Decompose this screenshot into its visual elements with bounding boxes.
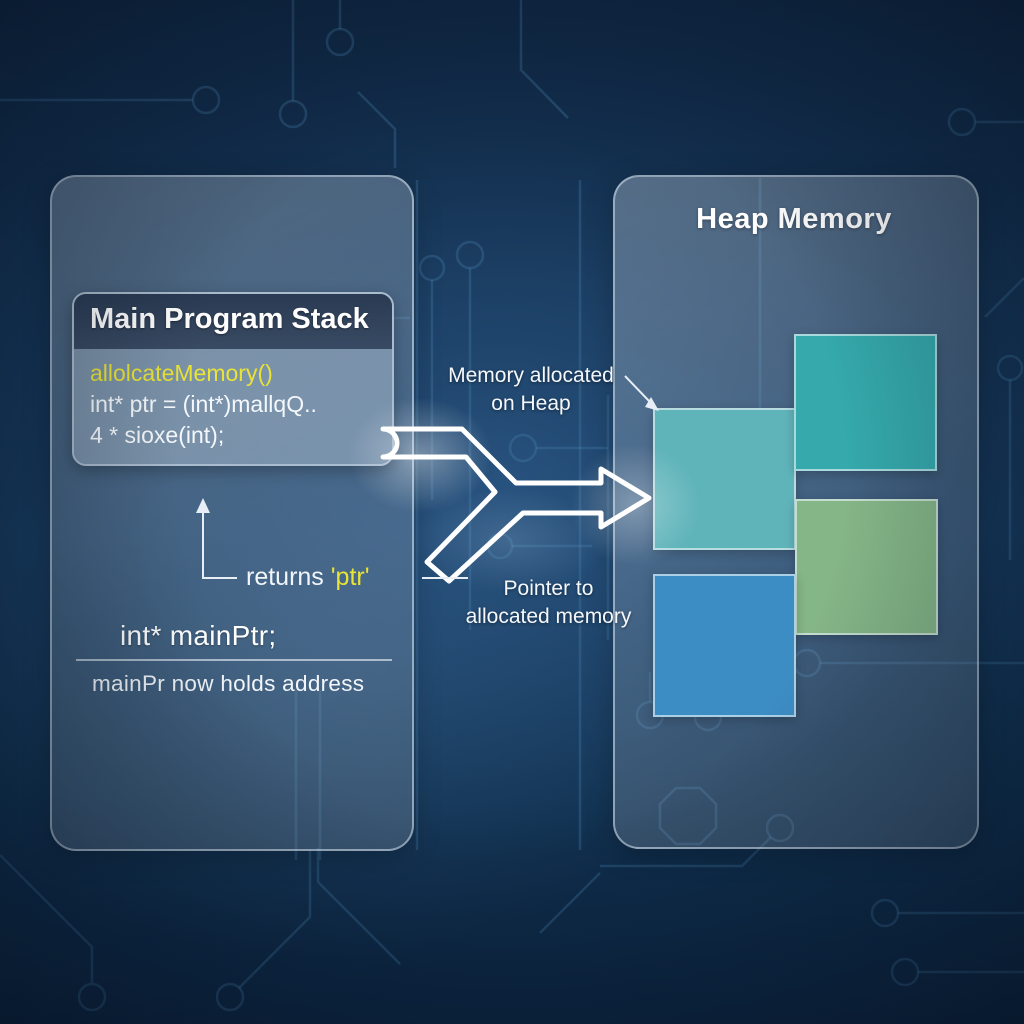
pointer-annotation-line2: allocated memory [465, 605, 632, 628]
code-box: Main Program Stack allolcateMemory() int… [72, 292, 394, 466]
alloc-annotation-line2: on Heap [491, 392, 571, 415]
alloc-annotation: Memory allocated on Heap [425, 362, 637, 418]
returns-ptr-value: 'ptr' [330, 563, 370, 591]
pointer-annotation-line1: Pointer to [503, 577, 594, 600]
stack-panel [50, 175, 414, 851]
function-name-label: allolcateMemory() [90, 360, 273, 386]
code-line-2: 4 * sioxe(int); [90, 422, 225, 448]
returns-word: returns [246, 563, 324, 591]
address-note: mainPr now holds address [92, 671, 365, 696]
heap-block-teal-dark [794, 334, 937, 471]
heap-block-green [795, 499, 938, 635]
heap-block-blue [653, 574, 796, 717]
heap-title: Heap Memory [696, 203, 892, 235]
code-box-body: allolcateMemory() int* ptr = (int*)mallq… [74, 349, 392, 464]
heap-block-teal-light [653, 408, 796, 550]
code-box-title: Main Program Stack [90, 303, 369, 335]
pointer-annotation: Pointer to allocated memory [436, 575, 661, 631]
alloc-annotation-line1: Memory allocated [448, 364, 614, 387]
returns-label: returns 'ptr' [246, 563, 370, 592]
code-line-1: int* ptr = (int*)mallqQ.. [90, 391, 317, 417]
pointer-declaration: int* mainPtr; [120, 620, 277, 651]
divider-line [76, 659, 392, 661]
code-box-header: Main Program Stack [74, 294, 392, 349]
